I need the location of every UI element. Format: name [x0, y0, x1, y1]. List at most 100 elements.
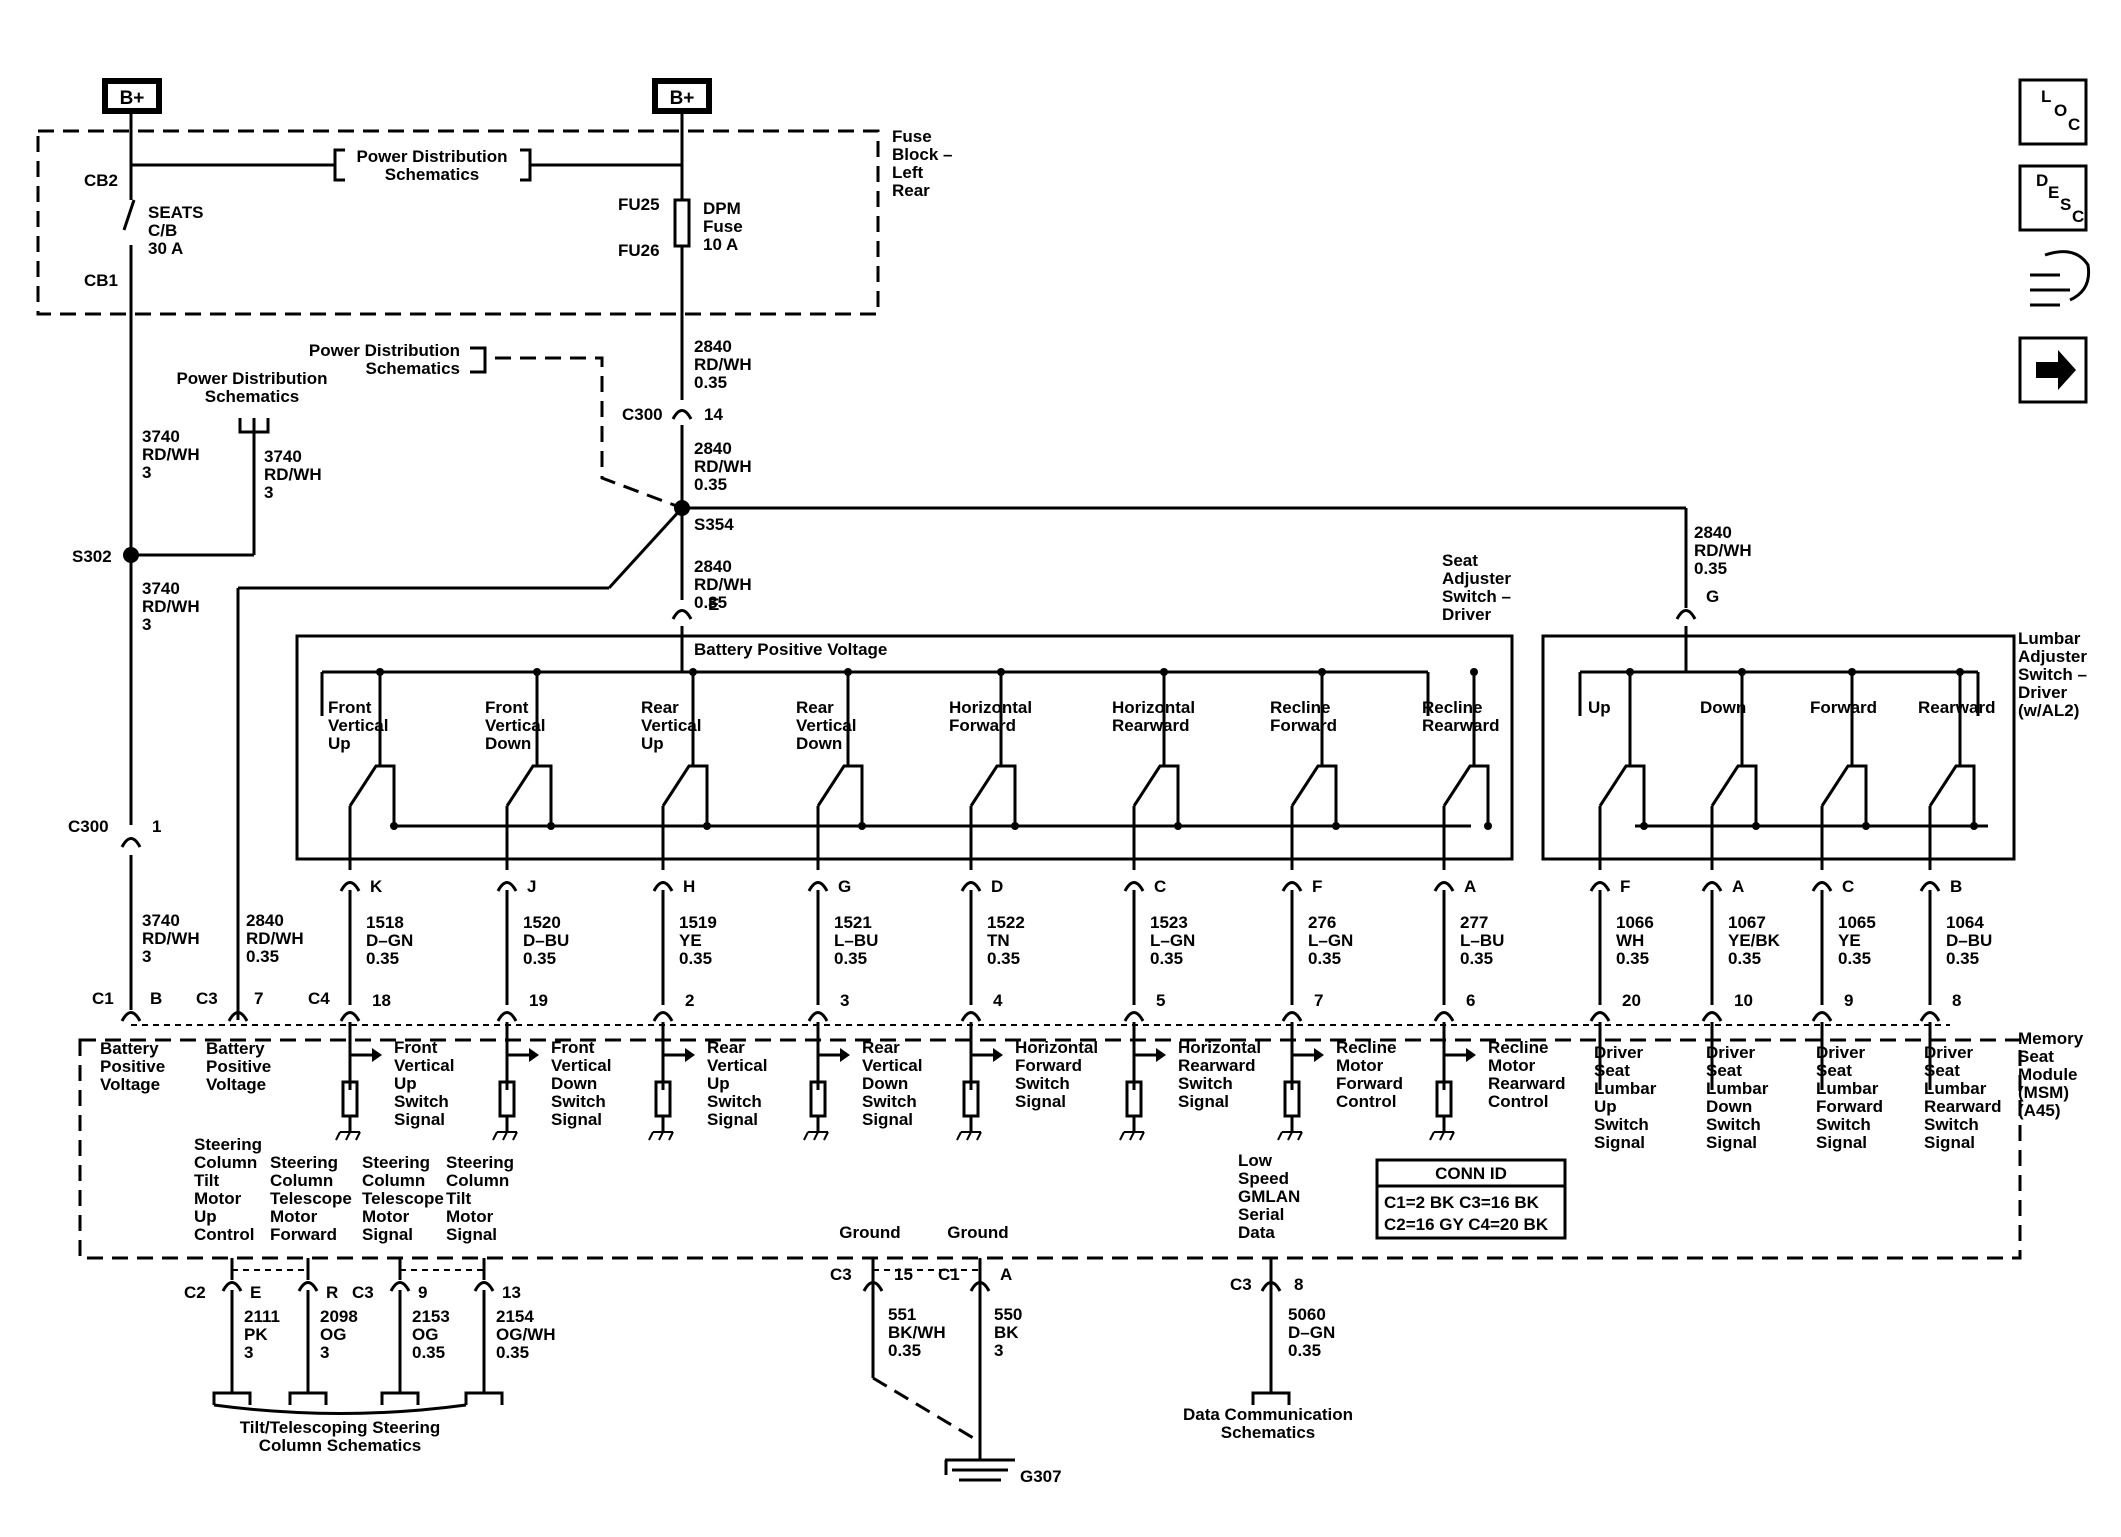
loc-button[interactable]: [2018, 78, 2088, 146]
wire-3740-bot: RD/WH: [142, 929, 200, 948]
seat-switch-6-label: Recline: [1270, 698, 1330, 717]
seat-switch-2-msm-pin: 2: [685, 991, 694, 1010]
lumbar-switch-2-signal: Lumbar: [1816, 1079, 1879, 1098]
seat-switch-3-contact: [816, 764, 864, 826]
seat-switch-2-junction: [689, 668, 697, 676]
seat-switch-5-junction: [1160, 668, 1168, 676]
c300-14-connector: [671, 409, 693, 420]
seat-switch-3-wire-label: 0.35: [834, 949, 867, 968]
seat-switch-3-signal: Switch: [862, 1092, 917, 1111]
seat-switch-3-junction: [844, 668, 852, 676]
seat-switch-7-signal: Control: [1488, 1092, 1548, 1111]
data-c3-wire-label: D–GN: [1288, 1323, 1335, 1342]
seat-switch-2-wire-label: YE: [679, 931, 702, 950]
steering-2-label: Column: [362, 1171, 425, 1190]
wire-2840-msm: 2840: [246, 911, 284, 930]
seat-switch-6-pin: F: [1312, 877, 1322, 896]
gnd-c3-wire-label: 0.35: [888, 1341, 921, 1360]
seat-switch-0-node: [390, 822, 398, 830]
seat-switch-0-signal: Signal: [394, 1110, 445, 1129]
power-dist-label: Schematics: [385, 165, 480, 184]
seat-switch-4-msm-connector: [960, 1011, 982, 1022]
steering-0-label: Up: [194, 1207, 217, 1226]
steering-3-label: Motor: [446, 1207, 494, 1226]
seat-switch-1-signal: Signal: [551, 1110, 602, 1129]
msm-c1-pin: B: [150, 989, 162, 1008]
seat-switch-4-msm-pin: 4: [993, 991, 1003, 1010]
ground2-label: Ground: [947, 1223, 1008, 1242]
msm-batt2-label: Positive: [206, 1057, 271, 1076]
seat-switch-4-node: [1011, 822, 1019, 830]
steering-2-wire-label: OG: [412, 1325, 438, 1344]
seat-switch-6-signal: Motor: [1336, 1056, 1384, 1075]
lumbar-switch-2-msm-connector: [1811, 1011, 1833, 1022]
seat-switch-7-signal: Rearward: [1488, 1074, 1565, 1093]
lumbar-switch-0-msm-pin: 20: [1622, 991, 1641, 1010]
desc-letter-c: C: [2072, 207, 2084, 226]
seat-switch-name: Driver: [1442, 605, 1492, 624]
seats-cb-label: C/B: [148, 221, 177, 240]
seat-switch-7-label: Rearward: [1422, 716, 1499, 735]
seat-switch-2-arrow-icon: [685, 1048, 695, 1062]
lumbar-switch-1-pin-connector: [1701, 881, 1723, 892]
lumbar-switch-0-signal: Seat: [1594, 1061, 1630, 1080]
gnd-c3-connector: [862, 1281, 884, 1292]
steering-1-wire-label: OG: [320, 1325, 346, 1344]
lumbar-switch-box: [1541, 634, 2016, 861]
wire-3740-top: 3: [142, 463, 151, 482]
seat-switch-5-wire-label: 1523: [1150, 913, 1188, 932]
seat-switch-5-signal: Rearward: [1178, 1056, 1255, 1075]
wire-2840-lumbar: RD/WH: [1694, 541, 1752, 560]
wire-2840-b: 2840: [694, 439, 732, 458]
lumbar-switch-1-signal: Signal: [1706, 1133, 1757, 1152]
desc-letter-d: D: [2036, 171, 2048, 190]
wire-3740-branch: RD/WH: [264, 465, 322, 484]
wire-2840-a: 2840: [694, 337, 732, 356]
seat-switch-5-signal: Signal: [1178, 1092, 1229, 1111]
seat-switch-5-label: Rearward: [1112, 716, 1189, 735]
seat-switch-7-pin: A: [1464, 877, 1476, 896]
seat-switch-0-wire-label: 1518: [366, 913, 404, 932]
lumbar-switch-0-signal: Switch: [1594, 1115, 1649, 1134]
steering-2-connector: [389, 1281, 411, 1292]
seat-switch-4-contact: [969, 764, 1017, 826]
seat-switch-6-msm-pin: 7: [1314, 991, 1323, 1010]
wire-2840-b: RD/WH: [694, 457, 752, 476]
low-speed-gmlan-label: Data: [1238, 1223, 1275, 1242]
seat-switch-7-arrow-icon: [1466, 1048, 1476, 1062]
low-speed-gmlan-label: Speed: [1238, 1169, 1289, 1188]
steering-1-label: Steering: [270, 1153, 338, 1172]
lumbar-switch-0-msm-connector: [1589, 1011, 1611, 1022]
seat-switch-2-ground-icon: [648, 1131, 674, 1141]
seat-switch-7-junction: [1470, 668, 1478, 676]
lumbar-switch-name: Driver: [2018, 683, 2068, 702]
lumbar-switch-3-signal: Switch: [1924, 1115, 1979, 1134]
lumbar-switch-1-pin: A: [1732, 877, 1744, 896]
seat-switch-7-label: Recline: [1422, 698, 1482, 717]
wire-3740-mid: 3: [142, 615, 151, 634]
bplus-left-label: B+: [120, 88, 145, 109]
steering-3-pin: 13: [502, 1283, 521, 1302]
seat-switch-7-signal: Motor: [1488, 1056, 1536, 1075]
lumbar-switch-1-signal: Driver: [1706, 1043, 1756, 1062]
fuse-block-name: Block –: [892, 145, 952, 164]
seat-switch-0-signal: Front: [394, 1038, 438, 1057]
seat-switch-4-signal: Signal: [1015, 1092, 1066, 1111]
gnd-c3-wire-label: BK/WH: [888, 1323, 946, 1342]
seat-switch-0-wire-label: D–GN: [366, 931, 413, 950]
seat-switch-4-wire-label: 0.35: [987, 949, 1020, 968]
desc-button[interactable]: [2018, 164, 2088, 232]
msm-name: Seat: [2018, 1047, 2054, 1066]
lumbar-switch-3-signal: Driver: [1924, 1043, 1974, 1062]
lumbar-switch-1-signal: Lumbar: [1706, 1079, 1769, 1098]
c300-14-pin: 14: [704, 405, 723, 424]
msm-box: [78, 1038, 2022, 1260]
lumbar-switch-1-signal: Seat: [1706, 1061, 1742, 1080]
seat-switch-0-label: Vertical: [328, 716, 389, 735]
wire-3740-top: RD/WH: [142, 445, 200, 464]
wrench-hand-icon[interactable]: [2030, 250, 2091, 307]
wire-2840-c: RD/WH: [694, 575, 752, 594]
seat-switch-0-signal: Up: [394, 1074, 417, 1093]
msm-batt2-label: Voltage: [206, 1075, 266, 1094]
seat-switch-1-pin: J: [527, 877, 536, 896]
